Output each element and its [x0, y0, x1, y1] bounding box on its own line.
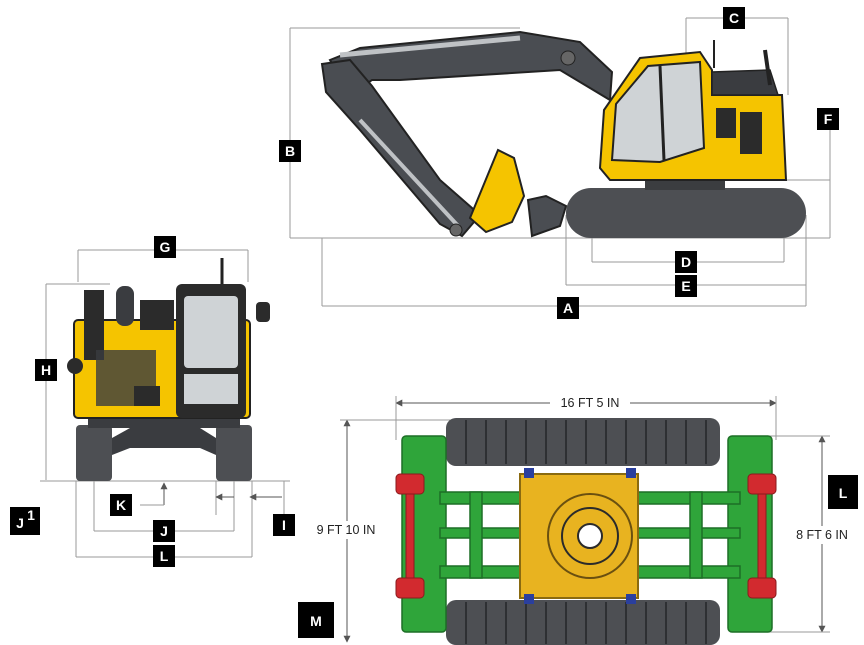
label-l-front: L — [153, 545, 175, 567]
label-k: K — [110, 494, 132, 516]
front-cab-window — [184, 296, 238, 368]
label-d: D — [675, 251, 697, 273]
side-view — [289, 17, 831, 307]
dim-left-height: 9 FT 10 IN — [317, 523, 376, 537]
label-g: G — [154, 236, 176, 258]
svg-text:J: J — [16, 515, 24, 531]
side-track — [566, 188, 806, 238]
dim-right-height: 8 FT 6 IN — [796, 528, 848, 542]
svg-text:L: L — [160, 548, 169, 564]
svg-text:B: B — [285, 143, 295, 159]
label-e: E — [675, 275, 697, 297]
svg-text:H: H — [41, 362, 51, 378]
svg-text:E: E — [681, 278, 690, 294]
label-m: M — [298, 602, 334, 638]
label-i: I — [273, 514, 295, 536]
label-f: F — [817, 108, 839, 130]
svg-text:G: G — [160, 239, 171, 255]
top-red-rollers — [395, 473, 777, 599]
side-cab-window — [610, 60, 706, 164]
label-j: J — [153, 520, 175, 542]
svg-text:C: C — [729, 10, 739, 26]
svg-text:I: I — [282, 517, 286, 533]
top-lower-track — [446, 600, 720, 645]
svg-text:J: J — [160, 523, 168, 539]
side-arm — [320, 58, 482, 238]
svg-text:K: K — [116, 497, 126, 513]
front-left-track — [76, 425, 112, 481]
dim-top-width: 16 FT 5 IN — [561, 396, 620, 410]
front-right-track — [216, 425, 252, 481]
side-dozer-blade — [526, 194, 568, 238]
side-bucket — [468, 148, 526, 234]
label-a: A — [557, 297, 579, 319]
top-view — [340, 396, 830, 645]
svg-text:L: L — [839, 485, 848, 501]
label-h: H — [35, 359, 57, 381]
svg-text:M: M — [310, 613, 322, 629]
svg-text:F: F — [824, 111, 833, 127]
svg-text:A: A — [563, 300, 573, 316]
top-upper-track — [446, 418, 720, 466]
label-c: C — [723, 7, 745, 29]
label-l-top: L — [828, 475, 858, 509]
svg-text:1: 1 — [27, 507, 35, 523]
svg-text:D: D — [681, 254, 691, 270]
front-view — [40, 249, 290, 558]
label-b: B — [279, 140, 301, 162]
